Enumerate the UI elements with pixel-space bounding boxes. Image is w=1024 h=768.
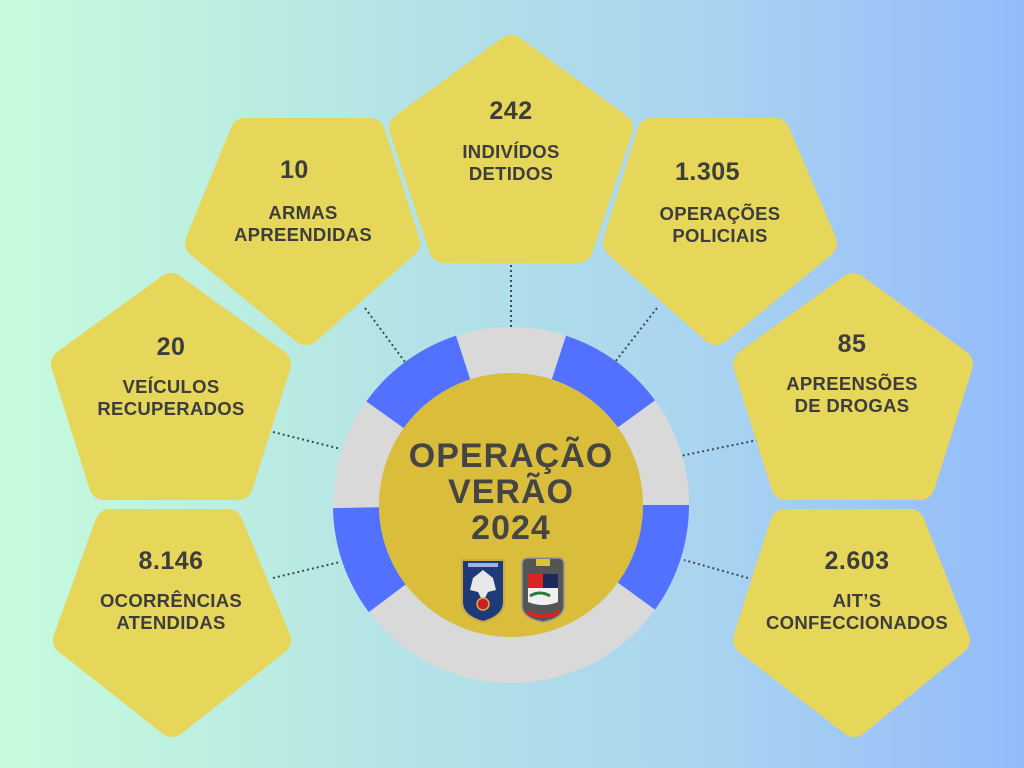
connector-aits <box>683 559 749 579</box>
ring-segment-left <box>333 507 406 613</box>
stat-label: VEÍCULOS RECUPERADOS <box>71 376 271 420</box>
stat-card-armas-apreendidas: 10 ARMAS APREENDIDAS <box>203 156 403 246</box>
pentagon-aits <box>733 509 970 737</box>
stat-label-line2: ATENDIDAS <box>116 612 226 633</box>
stat-card-ocorrencias-atendidas: 8.146 OCORRÊNCIAS ATENDIDAS <box>71 547 271 634</box>
connector-armas <box>364 307 406 363</box>
pentagon-detidos <box>389 35 633 263</box>
ring-segment-top-right <box>551 335 655 428</box>
pentagon-veiculos <box>51 273 291 500</box>
stat-value: 85 <box>837 330 867 358</box>
stat-label-line2: RECUPERADOS <box>97 398 245 419</box>
stat-label: OPERAÇÕES POLICIAIS <box>620 203 820 247</box>
title-line-1: OPERAÇÃO <box>408 437 614 475</box>
stat-value: 8.146 <box>138 547 204 575</box>
stat-label-line1: INDIVÍDOS <box>462 141 560 162</box>
connector-ocorrencias <box>272 561 341 579</box>
stat-value: 10 <box>280 156 309 184</box>
pentagon-operacoes <box>603 118 837 345</box>
stat-label-line2: POLICIAIS <box>672 225 768 246</box>
policia-militar-crest-icon <box>461 559 505 624</box>
stat-label-line1: APREENSÕES <box>786 373 918 394</box>
stat-card-apreensoes-drogas: 85 APREENSÕES DE DROGAS <box>752 330 952 417</box>
connector-operacoes <box>614 307 658 363</box>
pentagon-ocorrencias <box>53 509 291 737</box>
stat-label-line1: AIT’S <box>832 590 882 611</box>
ring-blue-segments <box>333 335 689 613</box>
stat-card-operacoes-policiais: 1.305 OPERAÇÕES POLICIAIS <box>620 158 820 247</box>
connector-drogas <box>679 439 759 457</box>
stat-label-line2: DETIDOS <box>468 163 554 184</box>
connector-veiculos <box>272 431 342 450</box>
stat-label-line2: DE DROGAS <box>794 395 910 416</box>
stat-label-line2: CONFECCIONADOS <box>765 612 948 633</box>
center-ring <box>333 327 689 683</box>
stat-value: 2.603 <box>824 547 890 575</box>
pentagon-armas <box>185 118 420 345</box>
stat-card-individuos-detidos: 242 INDIVÍDOS DETIDOS <box>411 97 611 185</box>
stat-label-line1: OCORRÊNCIAS <box>99 590 243 611</box>
connector-lines <box>272 265 759 579</box>
pentagon-drogas <box>733 273 973 500</box>
stat-label-line2: APREENDIDAS <box>234 224 372 245</box>
stat-label-line1: VEÍCULOS <box>122 376 220 397</box>
stat-label-line1: OPERAÇÕES <box>659 203 781 224</box>
badges <box>461 557 565 624</box>
title-line-3: 2024 <box>471 509 551 547</box>
stat-card-veiculos-recuperados: 20 VEÍCULOS RECUPERADOS <box>71 333 271 420</box>
stat-label: ARMAS APREENDIDAS <box>203 202 403 246</box>
stat-label: OCORRÊNCIAS ATENDIDAS <box>71 590 271 634</box>
stat-label: INDIVÍDOS DETIDOS <box>411 141 611 185</box>
center-disc <box>379 373 643 637</box>
stat-label: AIT’S CONFECCIONADOS <box>747 590 967 634</box>
ring-segment-right <box>617 505 689 610</box>
stat-value: 20 <box>156 333 186 361</box>
stat-card-aits-confeccionados: 2.603 AIT’S CONFECCIONADOS <box>747 547 967 634</box>
stat-label-line1: ARMAS <box>268 202 338 223</box>
stat-label: APREENSÕES DE DROGAS <box>752 373 952 417</box>
battalion-crest-icon <box>521 557 565 623</box>
center-title: OPERAÇÃO VERÃO 2024 <box>380 438 642 546</box>
stat-value: 242 <box>489 97 533 125</box>
ring-segment-top-left <box>366 335 471 429</box>
pentagon-cards <box>51 35 973 737</box>
stat-value: 1.305 <box>675 158 741 186</box>
title-line-2: VERÃO <box>448 473 574 511</box>
